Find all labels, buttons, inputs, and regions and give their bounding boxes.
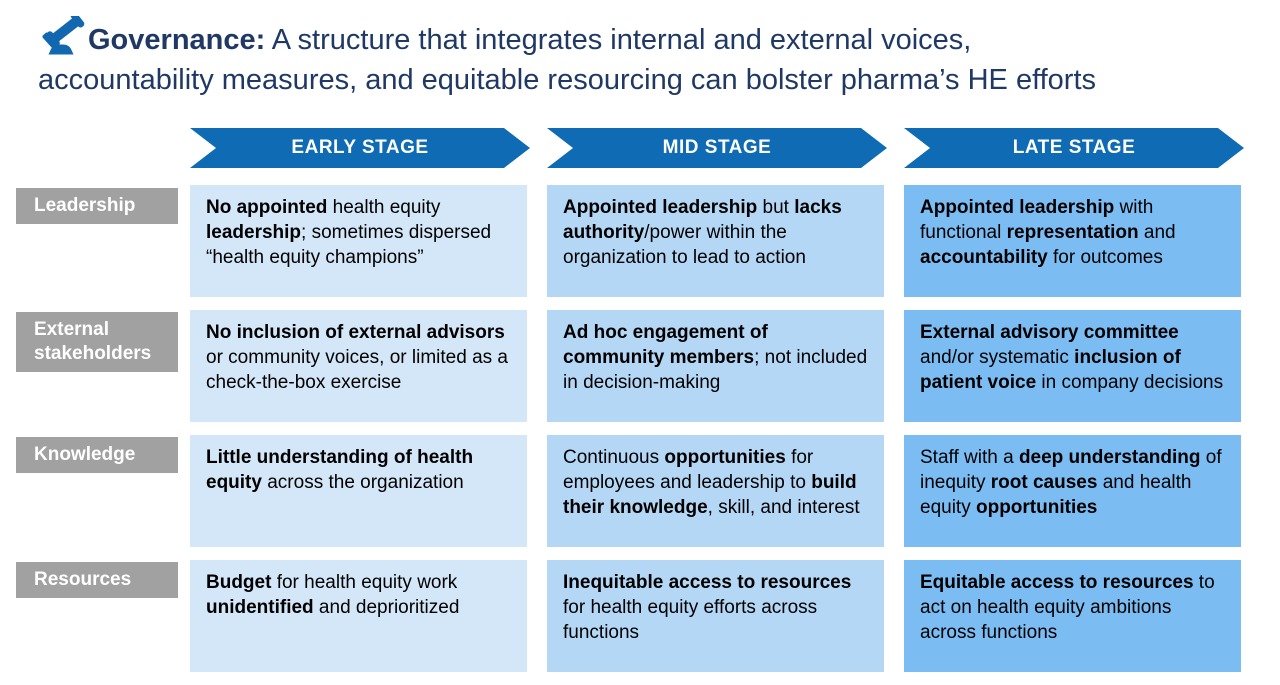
stage-header-late-label: LATE STAGE [1012,137,1136,158]
cell-leadership-late: Appointed leadership with functional rep… [904,185,1241,297]
row-label-resources: Resources [16,562,178,598]
cell-knowledge-mid: Continuous opportunities for employees a… [547,435,884,547]
cell-resources-early: Budget for health equity work unidentifi… [190,560,527,672]
stage-header-late: LATE STAGE [904,128,1244,168]
cell-knowledge-early: Little understanding of health equity ac… [190,435,527,547]
page-title: Governance: A structure that integrates … [38,12,1253,100]
stage-header-mid-label: MID STAGE [662,137,772,158]
title-lead: Governance: [88,24,266,56]
title-line2: accountability measures, and equitable r… [38,64,1097,96]
cell-leadership-mid: Appointed leadership but lacks authority… [547,185,884,297]
row-label-external-stakeholders: External stakeholders [16,312,178,372]
row-label-leadership: Leadership [16,188,178,224]
stage-header-mid: MID STAGE [547,128,887,168]
cell-external-stakeholders-early: No inclusion of external advisors or com… [190,310,527,422]
row-label-knowledge: Knowledge [16,437,178,473]
stage-header-early-label: EARLY STAGE [291,137,429,158]
cell-leadership-early: No appointed health equity leadership; s… [190,185,527,297]
cell-knowledge-late: Staff with a deep understanding of inequ… [904,435,1241,547]
cell-resources-mid: Inequitable access to resources for heal… [547,560,884,672]
cell-external-stakeholders-mid: Ad hoc engagement of community members; … [547,310,884,422]
cell-external-stakeholders-late: External advisory committee and/or syste… [904,310,1241,422]
cell-resources-late: Equitable access to resources to act on … [904,560,1241,672]
stage-header-early: EARLY STAGE [190,128,530,168]
title-line1: A structure that integrates internal and… [265,24,972,56]
gavel-icon [38,12,86,58]
